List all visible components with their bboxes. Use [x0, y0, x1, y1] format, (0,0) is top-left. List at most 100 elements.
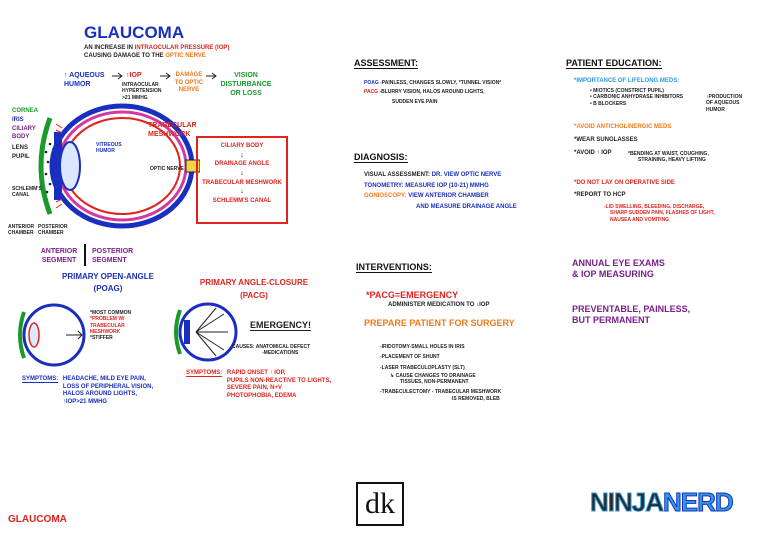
poag-title: Primary open-angle — [61, 272, 154, 281]
assessment-item-text: sudden eye pain — [392, 98, 438, 105]
do-not-lay: *Do not lay on operative side — [574, 180, 675, 186]
assessment-title: Assessment: — [354, 58, 419, 69]
eye-diagram — [38, 103, 200, 229]
diagnosis-item-text: view anterior chamber — [408, 193, 489, 199]
poag-symptom: ↑IOP>21 mmHg — [62, 398, 108, 405]
posterior-segment: Posterior segment — [92, 248, 134, 264]
ninja-nerd-logo: NINJANERD — [589, 486, 735, 519]
definition: An increase in intraocular pressure (IOP… — [84, 45, 229, 60]
drainage-pathway-box: Ciliary body↓Drainage angle↓Trabecular m… — [196, 136, 288, 224]
label-optic-nerve: Optic nerve — [150, 166, 184, 172]
diagnosis-item: Gonioscopy: view anterior chamber — [364, 193, 554, 201]
assessment-item: sudden eye pain — [364, 99, 554, 105]
report-item: sharp sudden pain, flashes of light, — [610, 210, 715, 217]
med-item: • Carbonic anhydrase inhibitors — [590, 94, 684, 101]
definition-nerve: optic nerve — [165, 52, 206, 59]
diagnosis-title: Diagnosis: — [354, 152, 408, 163]
diagnosis-item: Tonometry: measure IOP (10-21) mmHg — [364, 183, 554, 191]
label-trabecular: Trabecular meshwork — [148, 122, 197, 138]
label-ciliary: Ciliary body — [12, 126, 36, 140]
pathway-step: Trabecular meshwork — [202, 179, 282, 186]
med-item: • β blockers — [590, 100, 627, 107]
pathway-step: ↓ — [240, 151, 244, 159]
label-vitreous: Vitreous humor — [96, 142, 122, 155]
poag-symptoms-list: Headache, mild eye pain,loss of peripher… — [63, 376, 153, 406]
flow-iop-note: Intraocular hypertension >21 mmHg — [122, 82, 162, 101]
report-item: -Lid swelling, bleeding, discharge, — [604, 204, 705, 210]
pathway-step: Ciliary body — [220, 143, 264, 149]
label-anterior-chamber: Anterior chamber — [8, 224, 35, 237]
pathway-step: Schlemm's canal — [212, 197, 272, 204]
diagnosis-item-text: and measure drainage angle — [416, 203, 517, 210]
dk-logo: dk — [356, 482, 404, 526]
label-pupil: Pupil — [12, 154, 30, 160]
poag-note: *Stiffer — [90, 335, 113, 341]
pacg-causes: Causes: anatomical defect-medications — [232, 344, 332, 357]
pacg-cause: -medications — [262, 350, 299, 357]
pacg-symptom: Rapid onset ↑ IOP, — [226, 370, 286, 376]
annual-exams: Annual eye exams& IOP measuring — [572, 258, 742, 281]
surgery-item: -Laser trabeculoplasty (SLT) — [380, 364, 465, 371]
footer-label: GLAUCOMA — [8, 514, 67, 525]
dk-logo-text: dk — [365, 487, 395, 520]
definition-part-a: An increase in — [84, 45, 134, 51]
poag-symptom: Headache, mild eye pain, — [62, 376, 146, 382]
pacg-emergency-intervention: *PACG=Emergency — [366, 290, 459, 300]
administer-medication: Administer medication to ↓IOP — [388, 302, 490, 308]
diagnosis-item: and measure drainage angle — [364, 204, 554, 212]
pacg-symptom: pupils non-reactive to lights, — [226, 377, 332, 384]
poag-note: *Most common — [90, 310, 132, 316]
brand-ninja: NINJA — [589, 487, 664, 518]
report-item: nausea and vomiting — [610, 216, 670, 223]
diagnosis-item-text: measure IOP (10-21) mmHg — [405, 182, 489, 189]
med-item: • Miotics (constrict pupil) — [590, 88, 664, 94]
label-posterior-chamber: Posterior chamber — [38, 224, 68, 237]
education-title: Patient education: — [566, 58, 662, 69]
poag-abbr: (POAG) — [93, 284, 123, 293]
pacg-symptoms-label: Symptoms: — [186, 370, 223, 377]
pathway-step: Drainage angle — [214, 161, 270, 168]
flow-arrows — [112, 72, 217, 80]
avoid-iop: *Avoid ↑ IOP — [574, 150, 612, 156]
brand-nerd: NERD — [663, 487, 735, 518]
surgery-item: -Iridotomy-small holes in iris — [380, 344, 465, 350]
label-iris: Iris — [12, 117, 24, 123]
assessment-item-key: POAG — [364, 80, 381, 86]
pacg-symptoms-list: Rapid onset ↑ IOP,pupils non-reactive to… — [227, 370, 331, 400]
diagnosis-item: Visual assessment: Dr. view optic nerve — [364, 172, 554, 180]
wear-sunglasses: *Wear sunglasses — [574, 137, 638, 143]
poag-notes: *Most common*Problem w/ trabecular meshw… — [90, 310, 152, 341]
definition-iop: intraocular pressure (IOP) — [134, 45, 230, 51]
avoid-iop-item: *bending at waist, coughing, — [628, 151, 709, 157]
meds-note: ↓production of aqueous humor — [706, 94, 743, 113]
flow-humor: ↑ Aqueous humor — [64, 72, 105, 88]
annual-line: Annual eye exams — [572, 258, 665, 268]
preventable-line: Preventable, painless, — [572, 304, 691, 314]
label-schlemm: Schlemm's canal — [12, 186, 42, 199]
poag-symptoms-label: Symptoms: — [22, 376, 59, 383]
lifelong-meds: *Importance of lifelong meds: — [574, 78, 680, 84]
pacg-emergency: Emergency! — [250, 320, 312, 331]
assessment-item-text: -blurry vision, halos around lights, — [379, 89, 485, 96]
pathway-step: ↓ — [240, 188, 244, 195]
pacg-symptom: photophobia, edema — [226, 392, 297, 399]
assessment-item: POAG -painless, changes slowly, *tunnel … — [364, 80, 554, 86]
meds-list: • Miotics (constrict pupil)• Carbonic an… — [590, 88, 700, 107]
pacg-symptoms: Symptoms: Rapid onset ↑ IOP,pupils non-r… — [186, 370, 331, 400]
assessment-item-text: -painless, changes slowly, *tunnel visio… — [380, 80, 502, 86]
avoid-iop-detail: *bending at waist, coughing,straining, h… — [628, 151, 738, 164]
interventions-title: Interventions: — [356, 262, 432, 273]
avoid-iop-item: straining, heavy lifting — [638, 157, 706, 164]
surgery-item: is removed, bleb — [452, 395, 500, 402]
pathway-step: ↓ — [240, 169, 244, 177]
avoid-anticholinergic: *Avoid anticholinergic meds — [574, 124, 672, 130]
segment-divider — [84, 244, 86, 266]
poag-symptoms: Symptoms: Headache, mild eye pain,loss o… — [22, 376, 153, 406]
surgery-item: tissues, non-permanent — [400, 379, 469, 385]
diagnosis-item-text: Dr. view optic nerve — [431, 172, 502, 178]
diagnosis-item-key: Visual assessment: — [364, 172, 432, 178]
flow-damage: Damage to optic nerve — [174, 72, 204, 93]
diagnosis-list: Visual assessment: Dr. view optic nerveT… — [364, 172, 554, 214]
surgery-item: -Trabeculectomy - trabecular meshwork — [380, 389, 502, 396]
assessment-item: PACG -blurry vision, halos around lights… — [364, 89, 554, 95]
